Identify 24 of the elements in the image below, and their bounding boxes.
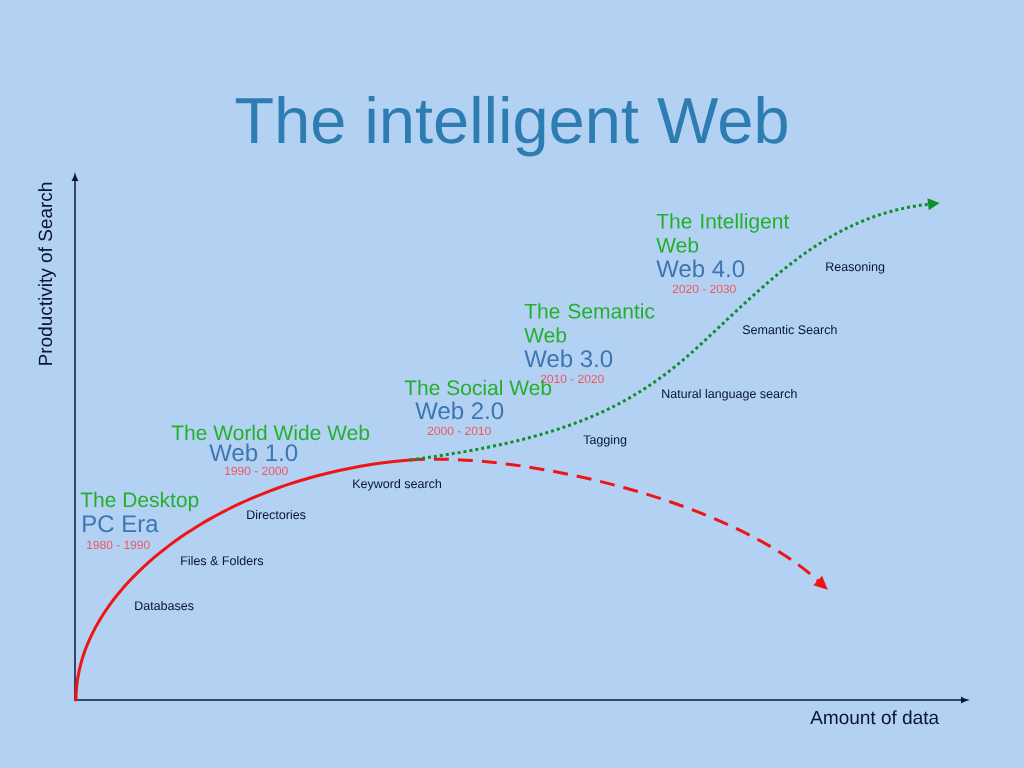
web-version: PC Era bbox=[83, 515, 159, 533]
axis-label: Amount of data bbox=[810, 710, 940, 725]
era-label: The Desktop bbox=[80, 491, 199, 512]
era-label: The Semantic Web bbox=[524, 303, 655, 343]
date-range: 2020 - 2030 bbox=[672, 284, 736, 294]
date-range: 2000 - 2010 bbox=[427, 426, 491, 436]
era-label: The World Wide Web bbox=[171, 424, 370, 441]
search-label: Tagging bbox=[583, 434, 627, 447]
search-label: Semantic Search bbox=[742, 324, 837, 335]
title: The intelligent Web bbox=[235, 95, 787, 157]
era-label: The Intelligent Web bbox=[656, 213, 790, 253]
web-version: Web 4.0 bbox=[656, 259, 745, 278]
date-range: 1980 - 1990 bbox=[87, 540, 150, 550]
date-range: 1990 - 2000 bbox=[225, 466, 288, 476]
web-version: Web 2.0 bbox=[415, 401, 504, 420]
web-version: Web 3.0 bbox=[524, 349, 613, 368]
search-label: Files & Folders bbox=[181, 555, 264, 566]
search-label: Directories bbox=[247, 509, 306, 520]
search-label: Keyword search bbox=[353, 478, 441, 491]
search-label: Databases bbox=[135, 600, 194, 611]
axis-label: Productivity of Search bbox=[38, 182, 56, 365]
web-version: Web 1.0 bbox=[209, 443, 298, 462]
search-label: Natural language search bbox=[662, 388, 797, 401]
search-label: Reasoning bbox=[826, 261, 885, 274]
